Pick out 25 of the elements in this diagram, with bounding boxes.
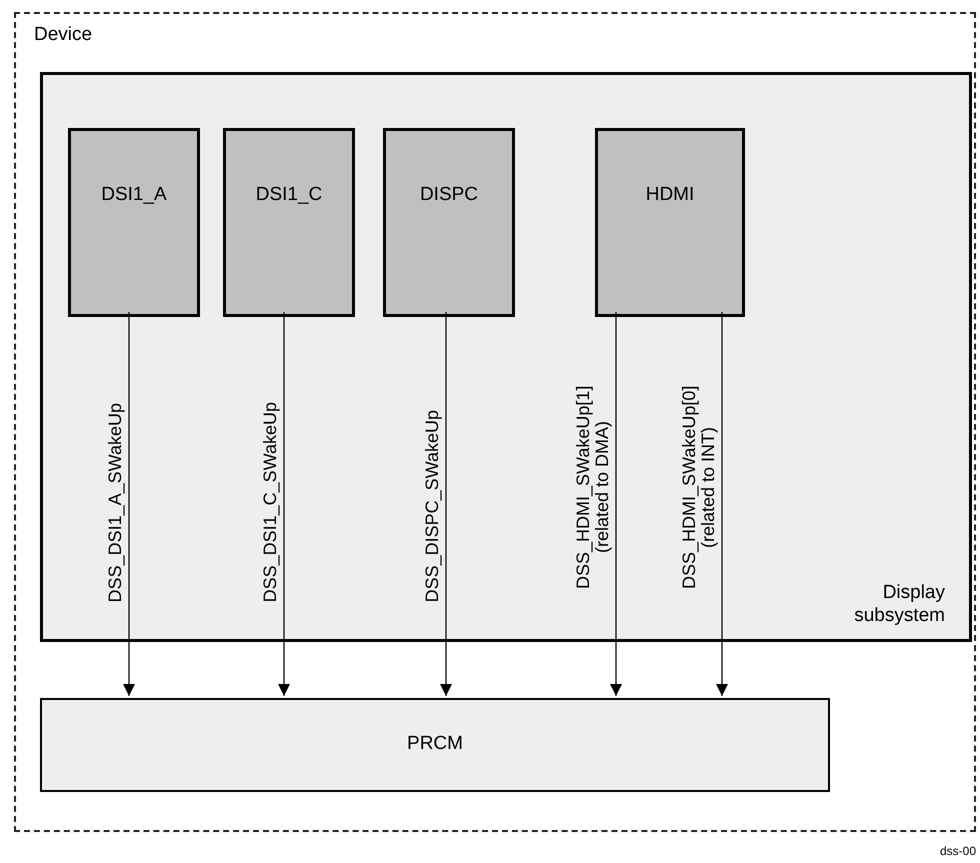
device-label: Device — [34, 24, 92, 46]
module-label: DISPC — [418, 184, 480, 206]
subsystem-label: Display subsystem — [853, 581, 945, 627]
module-label: HDMI — [644, 184, 696, 206]
signal-label: DSS_DSI1_C_SWakeUp — [261, 402, 280, 602]
signal-label: DSS_HDMI_SWakeUp[1] (related to DMA) — [574, 384, 612, 591]
signal-arrow — [123, 312, 135, 696]
signal-label: DSS_HDMI_SWakeUp[0] (related to INT) — [680, 384, 718, 591]
figure-id: dss-00 — [940, 844, 976, 858]
device-boundary — [14, 12, 976, 832]
module-label: DSI1_C — [254, 184, 324, 206]
module-box — [383, 128, 515, 317]
signal-arrow — [278, 312, 290, 696]
signal-arrow — [716, 312, 728, 696]
module-label: PRCM — [406, 733, 464, 755]
signal-label: DSS_DISPC_SWakeUp — [423, 410, 442, 602]
subsystem-box — [40, 72, 972, 642]
signal-label: DSS_DSI1_A_SWakeUp — [106, 402, 125, 602]
signal-arrow — [610, 312, 622, 696]
module-label: DSI1_A — [100, 184, 168, 206]
module-box — [68, 128, 200, 317]
signal-arrow — [440, 312, 452, 696]
module-box — [223, 128, 355, 317]
module-box — [40, 698, 830, 792]
module-box — [595, 128, 745, 317]
